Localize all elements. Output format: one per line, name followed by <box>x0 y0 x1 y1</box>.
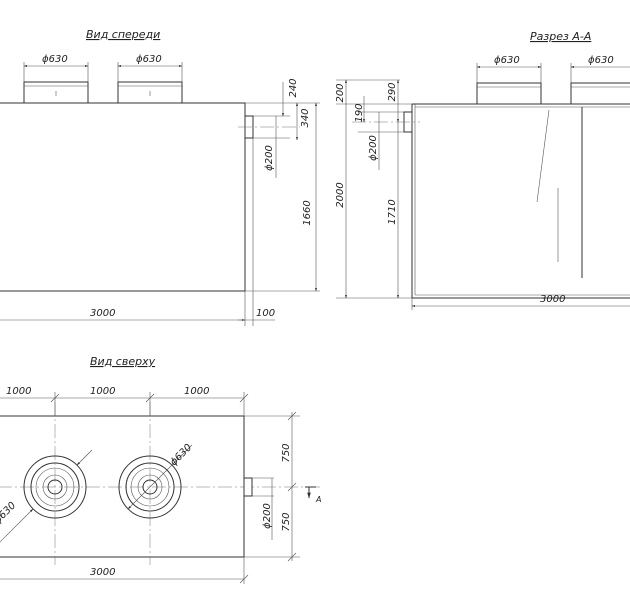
top-hatch-right <box>118 455 182 519</box>
top-view-title: Вид сверху <box>90 355 156 368</box>
section-view-title: Разрез А-А <box>530 30 591 43</box>
front-length: 3000 <box>90 308 115 319</box>
section-neck-dia-left: ϕ630 <box>494 55 520 66</box>
section-neck-left <box>476 82 542 105</box>
top-half-width-upper: 750 <box>281 443 292 462</box>
top-section-mark: A <box>315 495 321 504</box>
front-neck-right <box>117 81 183 104</box>
front-view: Вид спереди ϕ630 ϕ630 24 <box>0 28 320 326</box>
top-outlet-pipe <box>243 477 253 497</box>
top-length: 3000 <box>90 567 115 578</box>
section-dim-200: 200 <box>335 83 346 102</box>
front-offset: 100 <box>256 308 275 319</box>
section-inner-height: 1710 <box>387 199 398 224</box>
section-marker-a: A <box>305 486 321 504</box>
front-view-title: Вид спереди <box>86 28 160 41</box>
section-dim-290: 290 <box>387 82 398 101</box>
front-neck-dia-right: ϕ630 <box>136 54 162 65</box>
front-pipe-dia: ϕ200 <box>264 145 275 171</box>
section-dim-190: 190 <box>354 103 365 122</box>
section-neck-right <box>570 82 630 105</box>
section-total-height: 2000 <box>335 182 346 207</box>
front-neck-dia-left: ϕ630 <box>42 54 68 65</box>
section-length: 3000 <box>540 294 565 305</box>
front-neck-left <box>23 81 89 104</box>
top-span-2: 1000 <box>90 386 115 397</box>
front-tank-body <box>0 102 246 292</box>
top-hatch-left <box>23 455 87 519</box>
section-pipe-dia: ϕ200 <box>368 135 379 161</box>
section-neck-dia-right: ϕ630 <box>588 55 614 66</box>
top-pipe-dia: ϕ200 <box>262 503 273 529</box>
section-view: Разрез А-А ϕ630 ϕ630 <box>335 30 630 310</box>
top-neck-dia-left: ϕ630 <box>0 500 18 526</box>
top-view: Вид сверху <box>0 355 321 584</box>
top-half-width-lower: 750 <box>281 512 292 531</box>
front-dim-340: 340 <box>300 108 311 127</box>
top-tank-body <box>0 415 245 558</box>
front-dim-240: 240 <box>288 78 299 97</box>
top-neck-dia-right: ϕ630 <box>168 442 194 468</box>
section-baffle <box>536 109 550 203</box>
top-span-3: 1000 <box>184 386 209 397</box>
front-height: 1660 <box>302 200 313 225</box>
top-span-1: 1000 <box>6 386 31 397</box>
